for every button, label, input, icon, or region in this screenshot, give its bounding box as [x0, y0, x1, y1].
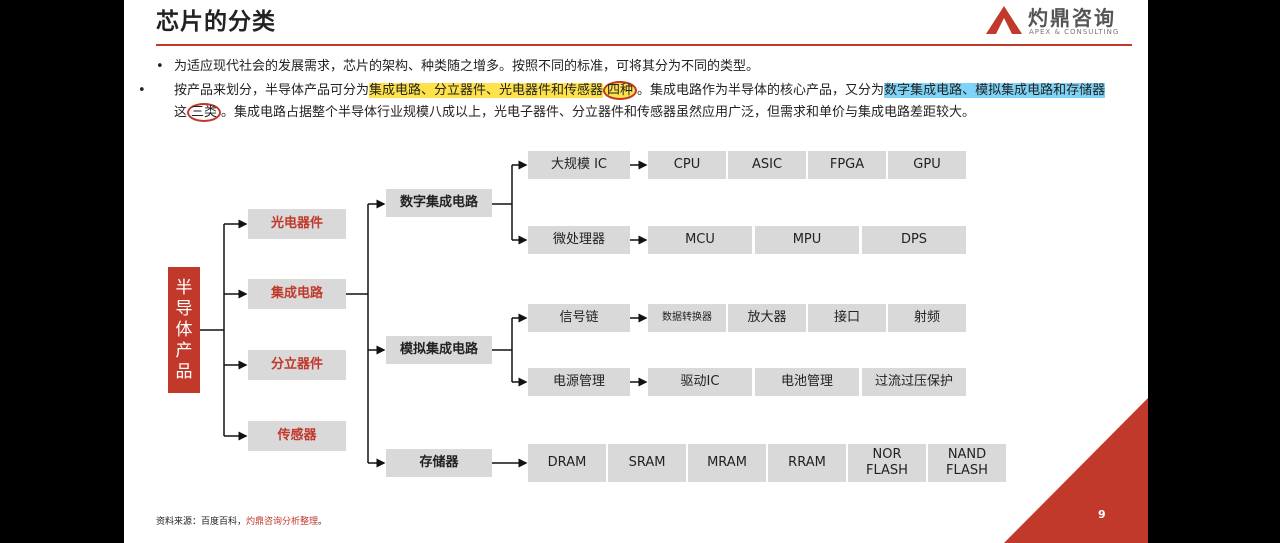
tree-connectors [200, 160, 648, 468]
leaf-interface: 接口 [808, 304, 886, 332]
node-memory: 存储器 [386, 449, 492, 477]
node-power-management: 电源管理 [528, 368, 630, 396]
title-divider [156, 44, 1132, 46]
leaf-sram: SRAM [608, 444, 686, 482]
bullet-2-text-a: 按产品来划分，半导体产品可分为 [174, 83, 370, 98]
highlight-four-types: 集成电路、分立器件、光电器件和传感器 [369, 83, 604, 98]
bullet-dot: • [138, 83, 146, 98]
leaf-fpga: FPGA [808, 151, 886, 179]
logo-name: 灼鼎咨询 [1028, 6, 1116, 30]
source-label: 资料来源：百度百科， [156, 517, 247, 527]
leaf-dram: DRAM [528, 444, 606, 482]
leaf-mpu: MPU [755, 226, 859, 254]
leaf-gpu: GPU [888, 151, 966, 179]
leaf-overcurrent-protection: 过流过压保护 [862, 368, 966, 396]
leaf-amplifier: 放大器 [728, 304, 806, 332]
leaf-battery-management: 电池管理 [755, 368, 859, 396]
logo-subtitle: APEX & CONSULTING [1029, 28, 1120, 36]
corner-decoration [1004, 398, 1148, 543]
node-integrated-circuit: 集成电路 [248, 279, 346, 309]
bullet-1: • 为适应现代社会的发展需求，芯片的架构、种类随之增多。按照不同的标准，可将其分为… [156, 56, 1116, 78]
bullet-2-text-d: 。集成电路占据整个半导体行业规模八成以上，光电子器件、分立器件和传感器虽然应用广… [221, 105, 976, 120]
highlight-three-types-b: 路和存储器 [1040, 83, 1106, 98]
node-optoelectronic: 光电器件 [248, 209, 346, 239]
bullet-1-text: 为适应现代社会的发展需求，芯片的架构、种类随之增多。按照不同的标准，可将其分为不… [174, 59, 760, 74]
leaf-asic: ASIC [728, 151, 806, 179]
leaf-nor-flash: NOR FLASH [848, 444, 926, 482]
node-digital-ic: 数字集成电路 [386, 189, 492, 217]
leaf-dps: DPS [862, 226, 966, 254]
leaf-mram: MRAM [688, 444, 766, 482]
node-analog-ic: 模拟集成电路 [386, 336, 492, 364]
node-large-scale-ic: 大规模 IC [528, 151, 630, 179]
source-note: 资料来源：百度百科，灼鼎咨询分析整理。 [156, 514, 327, 527]
node-sensor: 传感器 [248, 421, 346, 451]
leaf-driver-ic: 驱动IC [648, 368, 752, 396]
leaf-rram: RRAM [768, 444, 846, 482]
circled-four: 四种 [603, 81, 638, 100]
node-discrete-device: 分立器件 [248, 350, 346, 380]
bullet-2-text-b: 。集成电路作为半导体的核心产品，又分为 [637, 83, 885, 98]
page-title: 芯片的分类 [156, 9, 276, 35]
page-number: 9 [1098, 508, 1106, 521]
leaf-rf: 射频 [888, 304, 966, 332]
circled-three: 三类 [187, 103, 222, 122]
leaf-data-converter: 数据转换器 [648, 304, 726, 332]
leaf-mcu: MCU [648, 226, 752, 254]
root-semiconductor-products: 半 导 体 产 品 [168, 267, 200, 393]
slide: 芯片的分类 灼鼎咨询 APEX & CONSULTING • 为适应现代社会的发展… [124, 0, 1148, 543]
bullet-dot: • [156, 59, 164, 74]
source-org: 灼鼎咨询分析整理 [246, 517, 319, 527]
root-label: 半 导 体 产 品 [175, 277, 193, 382]
node-signal-chain: 信号链 [528, 304, 630, 332]
source-end: 。 [318, 517, 328, 527]
leaf-cpu: CPU [648, 151, 726, 179]
logo-triangle-icon [986, 6, 1022, 34]
leaf-nand-flash: NAND FLASH [928, 444, 1006, 482]
bullet-2: •按产品来划分，半导体产品可分为集成电路、分立器件、光电器件和传感器四种。集成电… [138, 80, 1116, 124]
node-microprocessor: 微处理器 [528, 226, 630, 254]
bullet-2-text-c: 这 [174, 105, 188, 120]
highlight-three-types-a: 数字集成电路、模拟集成电 [884, 83, 1041, 98]
